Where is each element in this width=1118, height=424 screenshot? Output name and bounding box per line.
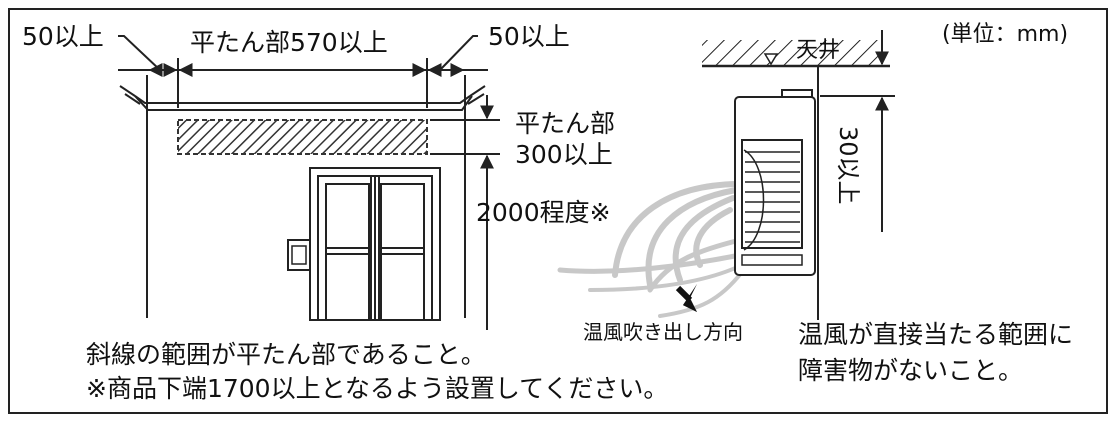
clearance-line1: 温風が直接当たる範囲に <box>798 320 1074 349</box>
margin-left-label: 50以上 <box>22 22 104 51</box>
wall-gap-label: 30以上 <box>834 126 862 205</box>
clearance-line2: 障害物がないこと。 <box>798 356 1024 385</box>
ceiling-board-top <box>134 95 471 104</box>
ceiling <box>702 40 890 320</box>
flat-part-label: 平たん部 <box>515 109 616 138</box>
flat-area-hatched <box>177 119 428 155</box>
note-line1: 斜線の範囲が平たん部であること。 <box>86 340 486 369</box>
ceiling-mark-icon <box>763 53 779 66</box>
wall-switch <box>287 239 311 271</box>
airflow-fan <box>557 181 744 318</box>
flat-depth-label: 300以上 <box>515 140 613 169</box>
height-label: 2000程度※ <box>476 198 611 227</box>
wall-view <box>118 35 488 318</box>
heater-louvers <box>745 151 800 243</box>
double-door <box>309 167 441 321</box>
height-dimensions <box>430 95 500 330</box>
airflow-direction-label: 温風吹き出し方向 <box>583 320 743 344</box>
margin-right-label: 50以上 <box>488 22 570 51</box>
unit-label: (単位：mm) <box>942 22 1069 47</box>
wall-gap-dimension <box>820 30 895 232</box>
airflow-arrow-shaft <box>675 285 693 303</box>
heater-unit <box>734 89 816 276</box>
note-line2: ※商品下端1700以上となるよう設置してください。 <box>86 374 669 403</box>
flat-width-label: 平たん部570以上 <box>190 28 388 57</box>
ceiling-label: 天井 <box>796 38 841 63</box>
